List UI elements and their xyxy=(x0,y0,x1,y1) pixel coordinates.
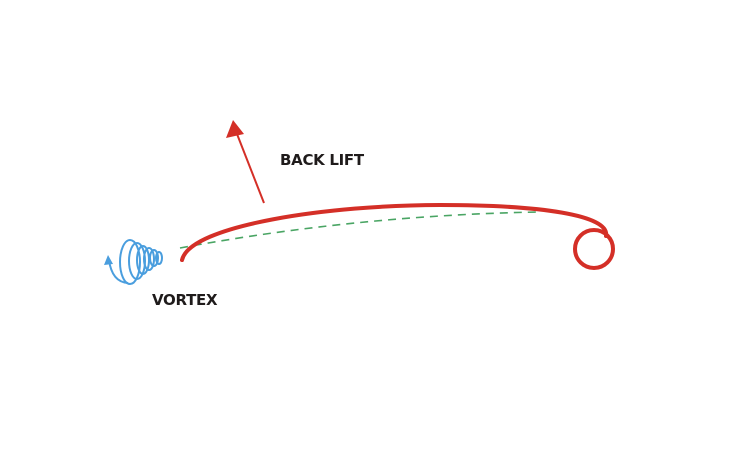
back-lift-label: BACK LIFT xyxy=(280,151,364,169)
chord-line xyxy=(179,211,541,249)
trailing-curl xyxy=(573,228,615,270)
vortex-spiral-icon xyxy=(104,239,163,285)
foil-curve xyxy=(180,202,609,262)
vortex-label: VORTEX xyxy=(152,291,218,309)
lift-arrow-icon xyxy=(226,120,265,204)
